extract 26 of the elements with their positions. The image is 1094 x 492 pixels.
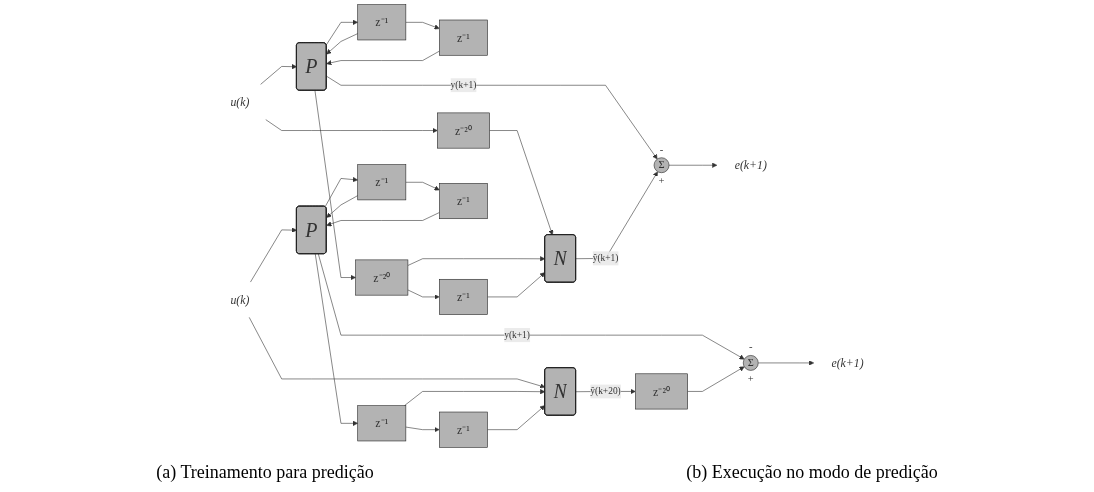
node-box: z⁻¹ — [357, 405, 407, 442]
node-box: z⁻¹ — [439, 411, 488, 448]
node-circle: Σ — [653, 157, 670, 173]
edge-label: y(k+1) — [504, 329, 530, 340]
node-label: + — [747, 372, 754, 385]
node-text: e(k+1) — [734, 158, 767, 172]
edge-label: ŷ(k+20) — [590, 386, 621, 397]
node-box: z⁻¹ — [357, 4, 407, 41]
node-label: - — [659, 143, 664, 155]
node-text: u(k) — [230, 95, 250, 109]
node-box: z⁻²⁰ — [437, 112, 490, 149]
figure-caption: (b) Execução no modo de predição — [686, 461, 938, 483]
node-label: + — [658, 174, 665, 187]
node-box: z⁻¹ — [357, 164, 407, 201]
node-text: u(k) — [230, 293, 250, 307]
node-box: z⁻²⁰ — [635, 373, 688, 410]
figure-caption: (a) Treinamento para predição — [156, 461, 374, 483]
node-box: z⁻²⁰ — [355, 259, 409, 296]
node-box: z⁻¹ — [439, 19, 488, 56]
node-circle: Σ — [742, 355, 759, 371]
node-text: e(k+1) — [831, 356, 864, 370]
node-label: - — [748, 340, 753, 353]
node-box: z⁻¹ — [439, 279, 488, 315]
node-box: z⁻¹ — [439, 183, 488, 219]
edge-label: y(k+1) — [450, 79, 477, 90]
edge-label: ŷ(k+1) — [592, 253, 619, 264]
